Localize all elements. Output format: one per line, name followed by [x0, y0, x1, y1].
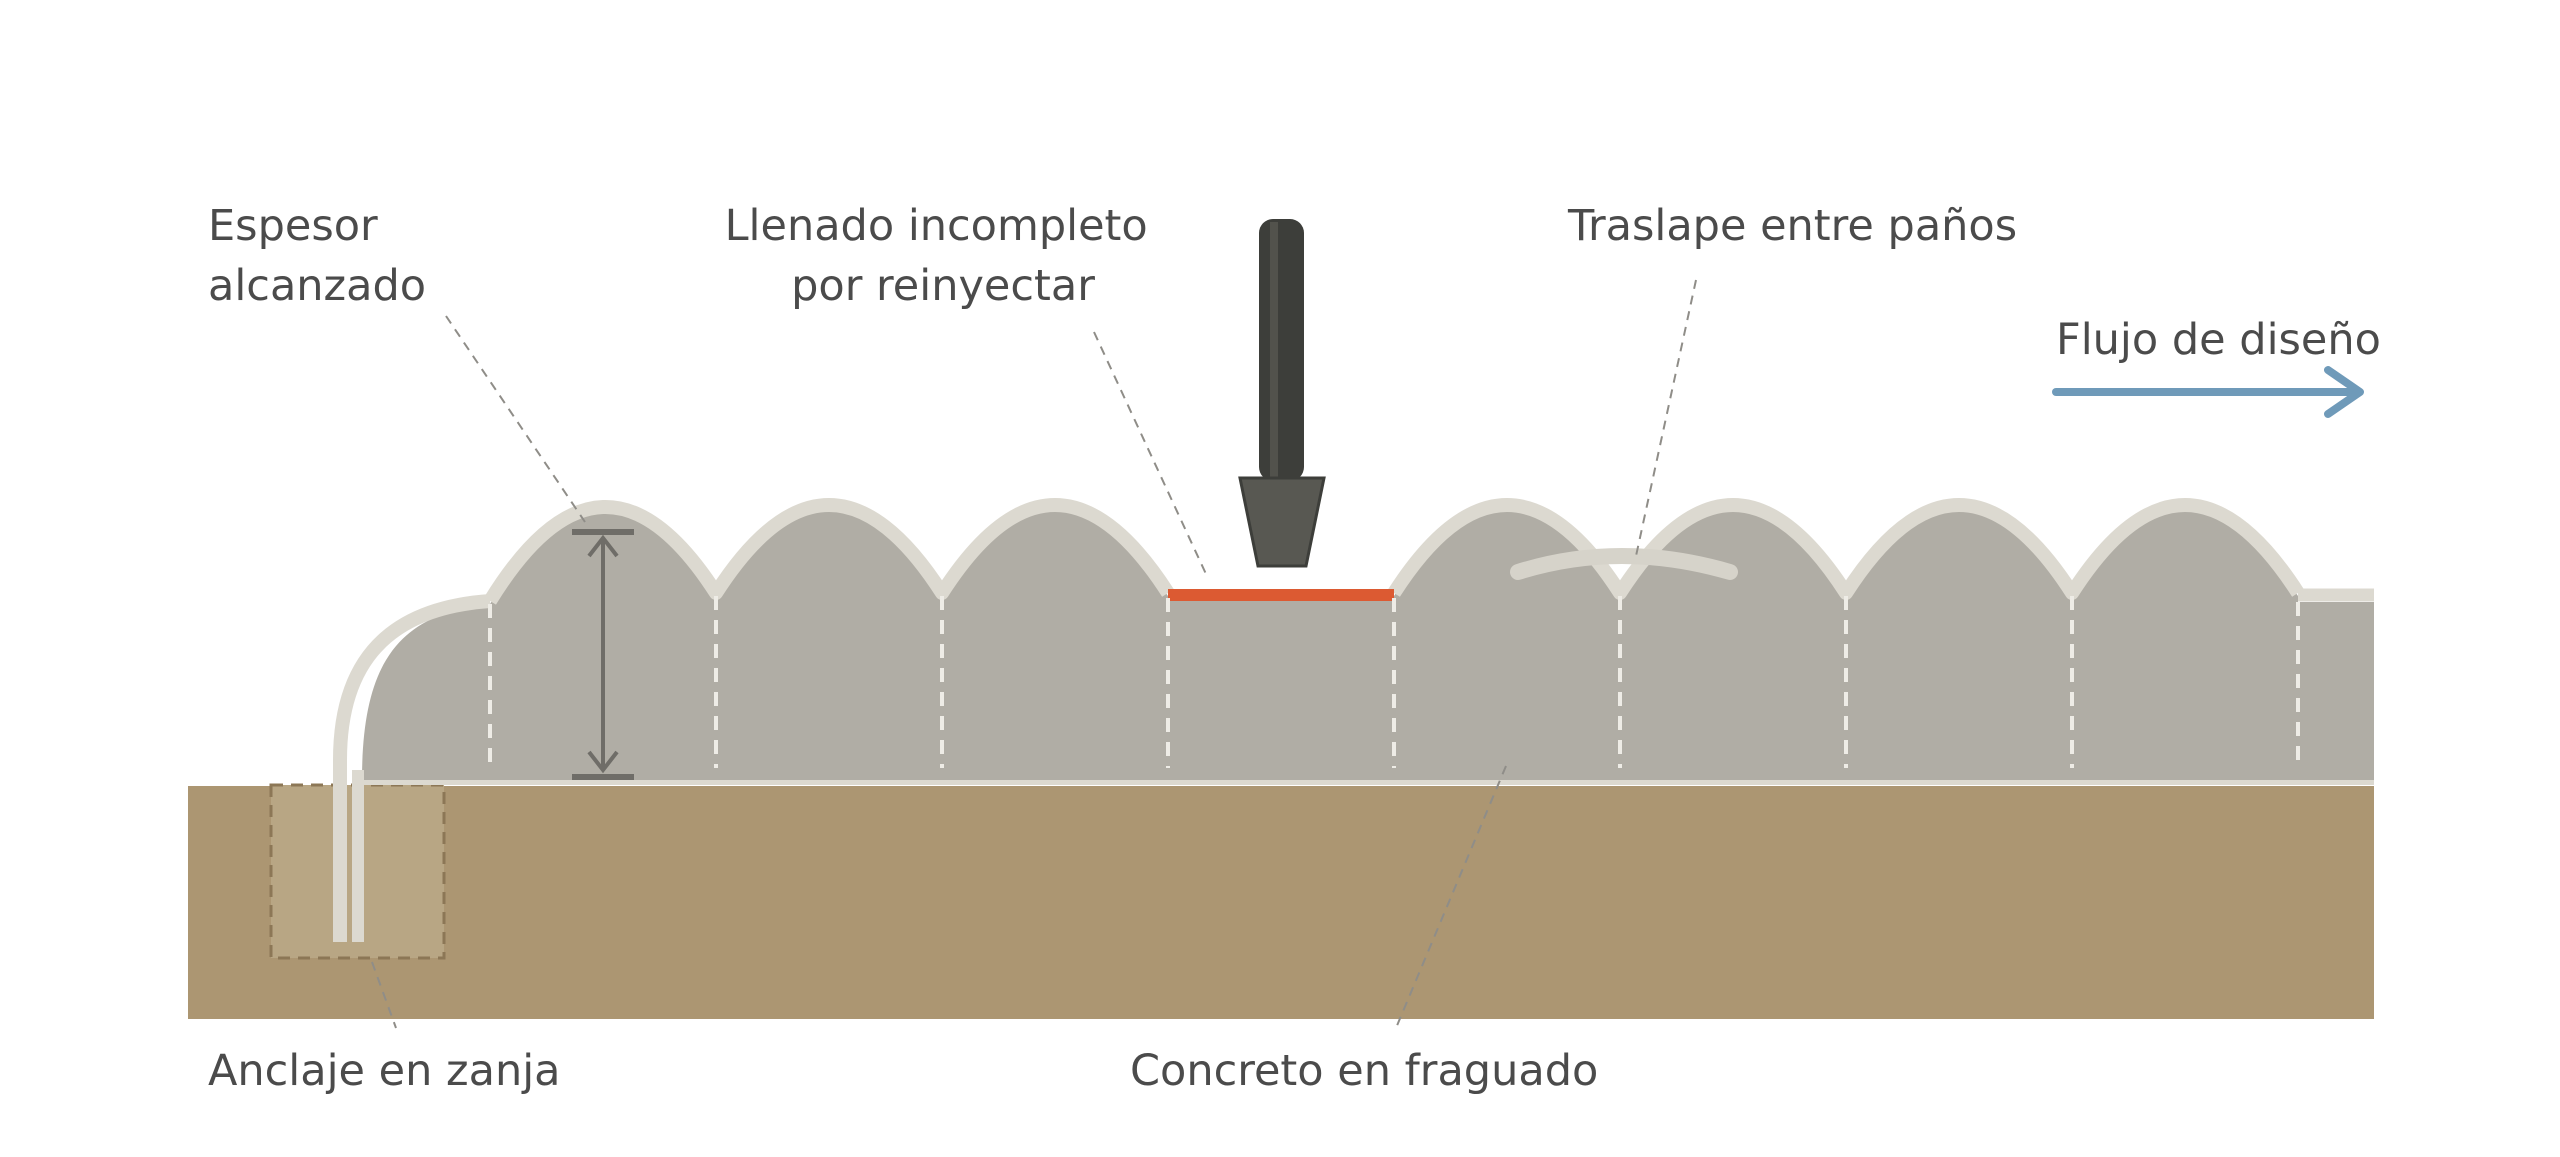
label-incomplete-fill: Llenado incompleto por reinyectar	[725, 201, 1162, 311]
nozzle-hose-highlight	[1270, 222, 1278, 478]
flow-arrow	[2052, 366, 2364, 418]
flow-arrow-head	[2324, 366, 2364, 418]
label-thickness-line-1: Espesor	[208, 201, 378, 251]
label-overlap: Traslape entre paños	[1567, 201, 2017, 251]
thickness-dimension	[572, 529, 634, 780]
fabric-top-skin	[484, 498, 1174, 605]
ground	[188, 786, 2374, 1019]
label-thickness-line-2: alcanzado	[208, 261, 426, 311]
panel-seams	[488, 596, 2300, 768]
label-thickness: Espesor alcanzado	[208, 201, 426, 311]
label-incomplete-fill-line-2: por reinyectar	[791, 261, 1095, 311]
panel-overlap-flap	[1510, 548, 1738, 580]
label-flow: Flujo de diseño	[2056, 315, 2381, 365]
nozzle-hose	[1259, 219, 1304, 481]
fabric-anchor-tail	[333, 594, 491, 942]
leader-incomplete-fill	[1093, 331, 1207, 575]
concrete-mattress	[362, 508, 2374, 780]
leader-anchor	[371, 961, 397, 1029]
label-setting-concrete: Concreto en fraguado	[1130, 1046, 1598, 1096]
label-incomplete-fill-line-1: Llenado incompleto	[725, 201, 1148, 251]
injection-nozzle	[1238, 219, 1326, 568]
label-anchor: Anclaje en zanja	[208, 1046, 561, 1096]
nozzle-tip	[1238, 476, 1326, 568]
incomplete-fill-bar	[1168, 589, 1394, 601]
fabric-top-skin-right	[1388, 498, 2304, 600]
leader-thickness	[445, 315, 586, 523]
dimension-arrow-up	[587, 534, 619, 558]
dimension-arrow-down	[587, 750, 619, 774]
leader-lines	[371, 279, 1697, 1029]
